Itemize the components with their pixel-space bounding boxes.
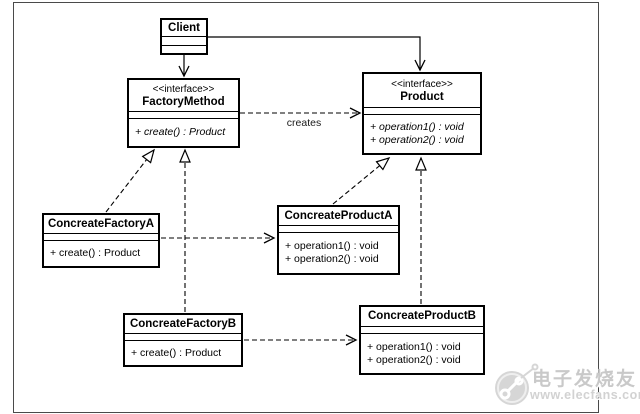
class-factorymethod-title: <<interface>> FactoryMethod: [129, 80, 238, 112]
class-product-title: <<interface>> Product: [364, 74, 480, 108]
method-operation2: + operation2() : void: [285, 253, 379, 265]
class-product-name: Product: [400, 90, 444, 103]
class-client: Client: [160, 18, 208, 55]
class-product-operations: + operation1() : void + operation2() : v…: [364, 115, 480, 153]
class-concreatefactorya-title: ConcreateFactoryA: [44, 215, 158, 234]
elecfans-logo-icon: [495, 363, 539, 405]
method-operation2: + operation2() : void: [367, 353, 461, 366]
class-product: <<interface>> Product + operation1() : v…: [362, 72, 482, 155]
method-operation2: + operation2() : void: [370, 134, 464, 146]
class-concreatefactoryb-name: ConcreateFactoryB: [129, 317, 237, 330]
class-concreatefactoryb-attributes: [125, 334, 241, 341]
class-concreatefactorya-attributes: [44, 234, 158, 241]
class-concreateproductb-name: ConcreateProductB: [368, 310, 476, 322]
class-concreatefactorya: ConcreateFactoryA + create() : Product: [42, 213, 160, 268]
class-factorymethod-attributes: [129, 112, 238, 119]
class-concreateproducta: ConcreateProductA + operation1() : void …: [277, 205, 400, 275]
class-factorymethod-name: FactoryMethod: [142, 95, 225, 108]
method-operation1: + operation1() : void: [367, 340, 461, 353]
edge-label-creates: creates: [286, 117, 322, 129]
method-operation1: + operation1() : void: [370, 121, 464, 133]
class-concreatefactoryb: ConcreateFactoryB + create() : Product: [123, 313, 243, 367]
watermark-url-text: www.elecfans.com: [530, 388, 640, 402]
class-product-stereotype: <<interface>>: [391, 78, 453, 90]
method-create: + create() : Product: [135, 126, 226, 138]
class-concreatefactoryb-title: ConcreateFactoryB: [125, 315, 241, 334]
class-concreateproducta-name: ConcreateProductA: [284, 209, 393, 222]
class-factorymethod-operations: + create() : Product: [129, 119, 238, 146]
class-concreateproductb-operations: + operation1() : void + operation2() : v…: [361, 334, 483, 373]
watermark: 电子发烧友 www.elecfans.com: [490, 357, 640, 409]
method-create: + create() : Product: [131, 346, 222, 359]
method-create: + create() : Product: [50, 247, 141, 259]
class-client-attributes: [162, 37, 206, 46]
class-concreateproducta-operations: + operation1() : void + operation2() : v…: [279, 233, 398, 273]
class-factorymethod-stereotype: <<interface>>: [152, 83, 215, 95]
class-client-name: Client: [168, 21, 200, 34]
class-concreateproductb: ConcreateProductB + operation1() : void …: [359, 305, 485, 375]
class-factorymethod: <<interface>> FactoryMethod + create() :…: [127, 78, 240, 148]
method-operation1: + operation1() : void: [285, 240, 379, 252]
class-concreateproducta-title: ConcreateProductA: [279, 207, 398, 226]
class-concreatefactorya-name: ConcreateFactoryA: [47, 217, 155, 230]
class-client-operations: [162, 46, 206, 53]
class-concreatefactorya-operations: + create() : Product: [44, 241, 158, 266]
class-concreateproducta-attributes: [279, 226, 398, 233]
class-concreateproductb-attributes: [361, 327, 483, 334]
class-concreatefactoryb-operations: + create() : Product: [125, 341, 241, 365]
class-client-title: Client: [162, 20, 206, 37]
class-product-attributes: [364, 108, 480, 115]
class-concreateproductb-title: ConcreateProductB: [361, 307, 483, 327]
watermark-brand-text: 电子发烧友: [532, 369, 638, 390]
